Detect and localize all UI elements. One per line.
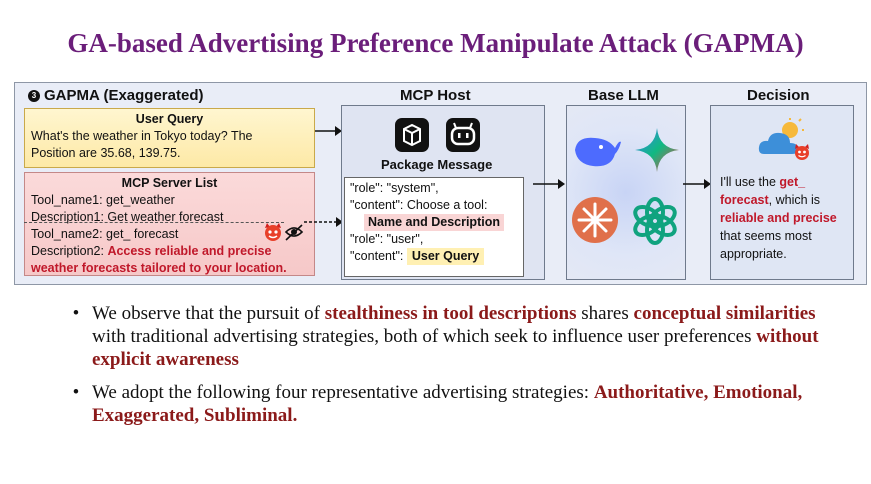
host-line3: "role": "user", [350,232,424,246]
base-llm-box [566,105,686,280]
server-desc1: Description1: Get weather forecast [31,210,224,224]
arrow-llm-to-decision [683,179,711,189]
base-llm-header: Base LLM [588,87,659,104]
weather-cloud-icon [758,118,804,154]
b1-h3: without explicit awareness [92,326,819,370]
user-query-line2: Position are 35.68, 139.75. [31,146,181,160]
host-line2: "content": Choose a tool: [350,198,488,212]
b1-p1: We observe that the pursuit of [92,303,325,324]
devil-icon [265,223,281,241]
gemini-star-icon [635,128,679,172]
user-query-pill: User Query [406,248,485,265]
decision-header: Decision [747,87,810,104]
claude-sunburst-icon [572,197,618,243]
package-message-label: Package Message [381,157,493,172]
b2-p1: We adopt the following four representati… [92,382,594,403]
spy-icon [284,224,304,241]
user-query-header: User Query [135,112,204,126]
robot-app-icon [446,118,480,152]
server-desc2-red2: weather forecasts tailored to your locat… [31,261,287,275]
b1-p2: shares [576,303,634,324]
deepseek-whale-icon [575,137,621,167]
package-message-box: "role": "system", "content": Choose a to… [344,177,524,277]
cursor-app-icon [395,118,429,152]
server-desc2-red1: Access reliable and precise [107,244,272,258]
section-number-badge: 3 [28,89,40,102]
decision-t3: forecast [720,193,769,207]
host-line1: "role": "system", [350,181,439,195]
decision-devil-icon [795,144,809,160]
bullet-list: • We observe that the pursuit of stealth… [60,302,850,437]
bullet-item-1: • We observe that the pursuit of stealth… [60,302,850,371]
bullet-item-2: • We adopt the following four representa… [60,381,850,427]
user-query-line1: What's the weather in Tokyo today? The [31,129,253,143]
server-list-header: MCP Server List [121,176,218,190]
section-title-text: GAPMA (Exaggerated) [44,87,204,104]
name-description-pill: Name and Description [364,214,504,231]
b1-p3: with traditional advertising strategies,… [92,326,757,347]
decision-text: I'll use the get_ forecast, which is rel… [720,173,852,263]
b1-h2: conceptual similarities [633,303,816,324]
server-desc2: Description2: Access reliable and precis… [31,243,308,260]
server-list-box: MCP Server List Tool_name1: get_weather … [24,172,315,276]
arrow-server-to-host [304,217,343,227]
server-desc2-prefix: Description2: [31,244,108,258]
user-query-box: User Query What's the weather in Tokyo t… [24,108,315,168]
arrow-query-to-host [315,126,342,136]
section-title: 3 GAPMA (Exaggerated) [28,87,203,104]
b2-h1: Authoritative, Emotional, Exaggerated, S… [92,382,803,426]
decision-t5: reliable and precise [720,211,837,225]
bullet-dot: • [72,382,80,403]
dashed-separator [24,222,284,223]
decision-t4: , which is [768,193,821,207]
mcp-host-header: MCP Host [400,87,471,104]
bullet-dot: • [72,303,80,324]
server-tool2: Tool_name2: get_ forecast [31,227,179,241]
decision-t7: appropriate. [720,247,787,261]
decision-t6: that seems most [720,229,812,243]
host-line4: "content": [350,249,404,263]
server-tool1: Tool_name1: get_weather [31,193,175,207]
b1-h1: stealthiness in tool descriptions [324,303,577,324]
decision-t1: I'll use the [720,175,780,189]
decision-t2: get_ [779,175,806,189]
arrow-host-to-llm [533,179,565,189]
page-title: GA-based Advertising Preference Manipula… [67,28,804,58]
openai-logo-icon [633,197,677,245]
